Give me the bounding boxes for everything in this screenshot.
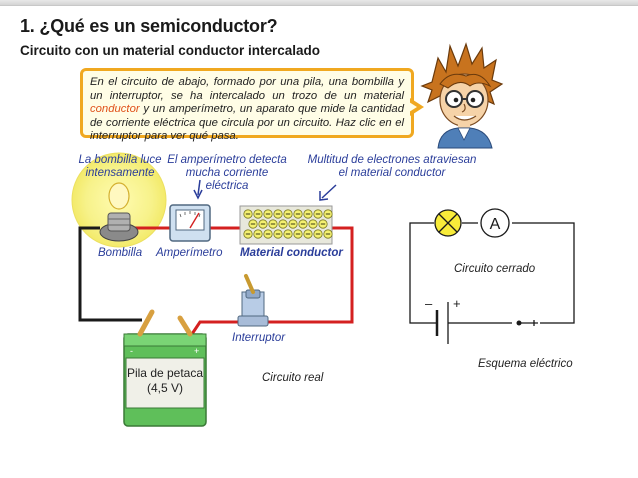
battery-icon (123, 309, 207, 427)
ammeter-label: Amperímetro (156, 247, 223, 259)
explanation-bubble: En el circuito de abajo, formado por una… (80, 68, 414, 142)
battery-label: Pila de petaca (4,5 V) (124, 366, 206, 396)
schematic-plus-sign: + (453, 296, 461, 311)
material-label: Material conductor (240, 247, 343, 259)
bubble-text-end: y un amperímetro, un aparato que mide la… (90, 103, 404, 143)
wire-black (78, 226, 142, 322)
ammeter-status-annotation: El amperímetro detecta mucha corriente e… (167, 154, 287, 192)
bubble-highlight-conductor: conductor (90, 103, 140, 116)
window-top-bar (0, 0, 638, 6)
switch-label: Interruptor (232, 332, 286, 344)
electron-group (243, 209, 333, 239)
schematic-ammeter-letter: A (490, 216, 501, 233)
bulb-status-annotation: La bombilla luce intensamente (78, 154, 162, 179)
schematic-minus-sign: – (425, 296, 433, 311)
battery-minus-label: - (130, 346, 133, 356)
electrons-status-annotation: Multitud de electrones atraviesan el mat… (307, 154, 477, 179)
wire-material-switch (262, 226, 354, 324)
schematic-label: Esquema eléctrico (478, 358, 573, 370)
ammeter-icon (169, 204, 211, 242)
real-circuit-label: Circuito real (262, 372, 324, 384)
closed-circuit-label: Circuito cerrado (454, 263, 536, 275)
character-icon (420, 42, 504, 149)
bulb-label: Bombilla (98, 247, 143, 259)
battery-voltage: (4,5 V) (146, 381, 183, 395)
toggle-switch-icon[interactable] (237, 274, 269, 327)
battery-name: Pila de petaca (126, 366, 204, 380)
wire-switch-battery (190, 320, 242, 335)
battery-plus-label: + (194, 346, 200, 356)
page-subtitle: Circuito con un material conductor inter… (20, 43, 321, 58)
bubble-tail-inner (409, 102, 417, 112)
schematic-ammeter-icon (480, 208, 510, 238)
bubble-text-start: En el circuito de abajo, formado por una… (90, 76, 404, 102)
page-title: 1. ¿Qué es un semiconductor? (20, 16, 278, 36)
schematic-circuit (409, 208, 575, 344)
light-bulb-icon (99, 182, 139, 242)
